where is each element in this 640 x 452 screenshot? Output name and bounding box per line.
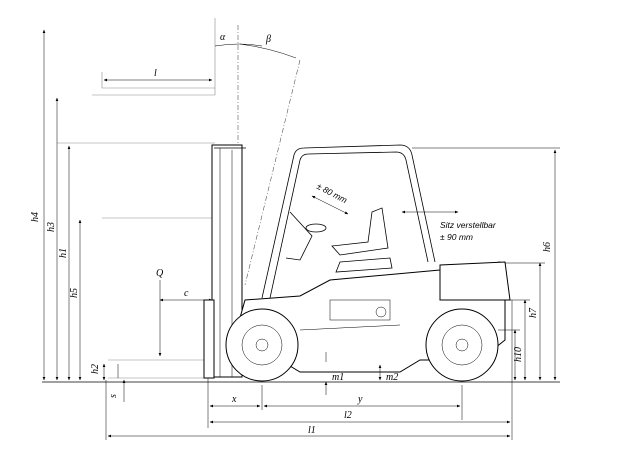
- load-center: [158, 280, 213, 357]
- label-alpha: α: [220, 32, 226, 43]
- label-h7: h7: [528, 307, 539, 318]
- length-dimensions: [105, 300, 513, 440]
- front-wheel: [225, 308, 299, 382]
- label-y: y: [357, 394, 363, 405]
- height-dimensions-right: [412, 147, 560, 381]
- note-seat-line2: ± 90 mm: [440, 232, 473, 242]
- label-h4: h4: [30, 212, 41, 222]
- label-m2: m2: [386, 372, 398, 383]
- label-s: s: [108, 394, 119, 398]
- label-l2: l2: [344, 410, 352, 421]
- label-q: Q: [156, 268, 164, 279]
- note-seat-line1: Sitz verstellbar: [440, 220, 497, 230]
- mast-tilt-lines: [214, 25, 301, 286]
- overhead-guard: [261, 144, 436, 299]
- seat-steering: [285, 207, 393, 273]
- label-x: x: [231, 394, 237, 405]
- tilt-arrow: [311, 195, 349, 215]
- height-dimensions-left: [42, 29, 126, 402]
- label-h5: h5: [69, 288, 80, 298]
- label-h1: h1: [58, 248, 69, 258]
- label-m1: m1: [332, 372, 344, 383]
- label-c: c: [184, 288, 189, 299]
- ground-clearance: [324, 352, 382, 395]
- rear-wheel: [425, 308, 499, 382]
- label-l: l: [154, 68, 157, 79]
- label-h3: h3: [46, 222, 57, 232]
- label-l1: l1: [308, 425, 316, 436]
- label-beta: β: [265, 34, 271, 45]
- label-h6: h6: [542, 242, 553, 252]
- fork-level-outlines: [57, 18, 216, 379]
- note-tilt: ± 80 mm: [315, 181, 349, 205]
- label-h10: h10: [513, 347, 524, 362]
- label-h2: h2: [90, 364, 101, 374]
